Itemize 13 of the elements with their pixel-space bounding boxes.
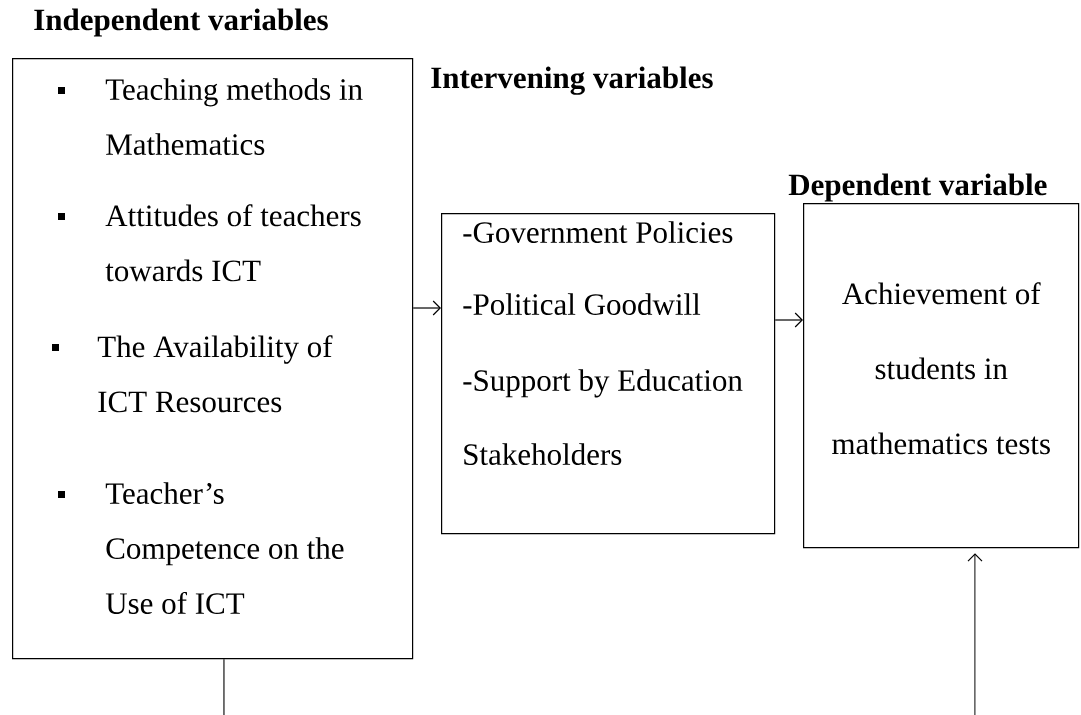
item-text: -Political Goodwill	[463, 293, 701, 315]
heading: Independent variables	[34, 8, 328, 37]
heading: Dependent variable	[788, 173, 1047, 202]
item-text: The Availability of ICT Resources	[97, 335, 333, 413]
item-text: Teaching methods in Mathematics	[105, 78, 363, 155]
item-text: Attitudes of teachers towards ICT	[105, 204, 361, 282]
item-text: Teacher’s Competence on the Use of ICT	[105, 482, 344, 614]
item-text: Achievement of students in mathematics tests	[832, 282, 1050, 455]
arrow	[967, 553, 983, 715]
arrow	[412, 300, 441, 316]
arrow	[774, 312, 803, 328]
item-text: -Government Policies	[463, 221, 733, 243]
item-text: -Support by Education Stakeholders	[463, 369, 743, 465]
